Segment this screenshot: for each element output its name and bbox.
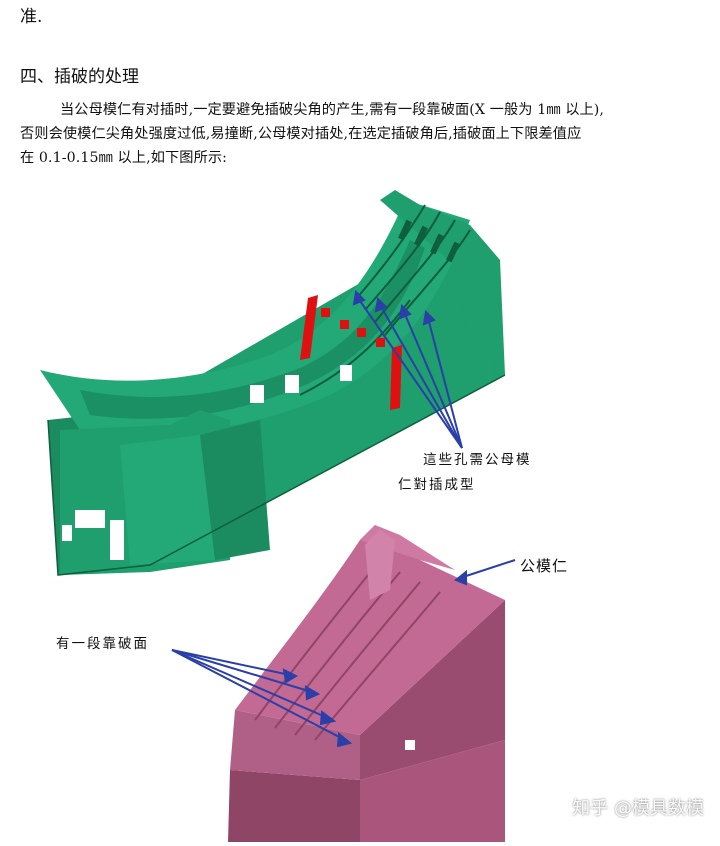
holes-callout-label-1: 這些孔需公母模 [423,452,532,468]
mold-illustration [40,190,516,842]
male-core-label: 公模仁 [520,557,569,575]
holes-callout-arrows [352,289,463,449]
male-core-arrow [454,559,516,586]
continued-text: 准. [20,7,43,27]
paragraph-line-2: 否则会使模仁尖角处强度过低,易撞断,公母模对插处,在选定插破角后,插破面上下限差… [20,126,582,142]
watermark: 知乎 @模具数模 [572,798,704,819]
mold-figure: 這些孔需公母模 仁對插成型 公模仁 有一段靠破面 [0,180,720,842]
section-heading: 四、插破的处理 [20,67,139,87]
paragraph-line-1: 当公母模仁有对插时,一定要避免插破尖角的产生,需有一段靠破面(X 一般为 1㎜ … [60,102,605,118]
body-paragraph: 当公母模仁有对插时,一定要避免插破尖角的产生,需有一段靠破面(X 一般为 1㎜ … [20,98,708,170]
male-mold-part [228,525,505,842]
contact-face-arrows [171,649,353,748]
contact-face-label: 有一段靠破面 [56,636,149,652]
paragraph-line-3: 在 0.1-0.15㎜ 以上,如下图所示: [20,150,228,166]
female-mold-part [40,190,506,576]
holes-callout-label-2: 仁對插成型 [398,477,476,493]
